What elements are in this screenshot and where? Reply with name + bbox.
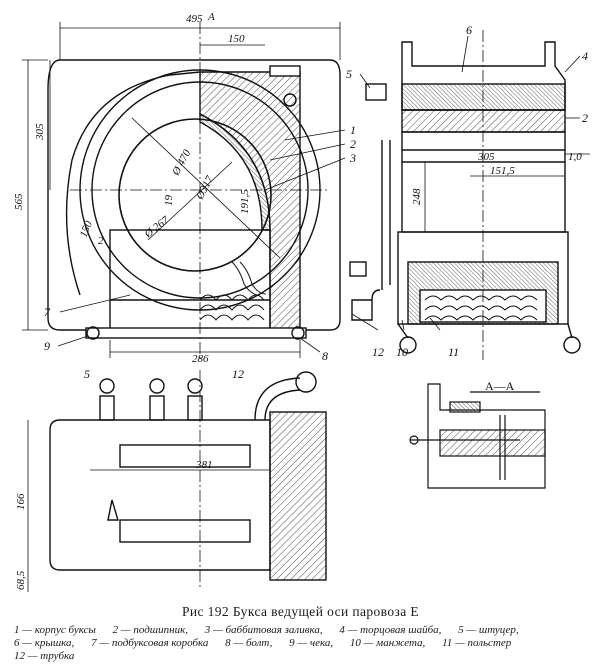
callout-4: 4 — [582, 49, 588, 63]
callout-5: 5 — [346, 67, 352, 81]
callout-numbers: 1 2 3 4 5 6 7 8 9 10 11 12 2 5 12 — [44, 23, 588, 381]
dim-305-side: 305 — [477, 151, 495, 163]
callout-2: 2 — [350, 137, 356, 151]
legend-item: 2 — подшипник, — [112, 624, 188, 636]
dim-2: 2 — [98, 235, 104, 247]
figure-caption: Рис 192 Букса ведущей оси паровоза Е — [181, 604, 420, 619]
legend-item: 6 — крышка, — [14, 637, 75, 649]
legend-item: 8 — болт, — [225, 637, 273, 649]
callout-1: 1 — [350, 123, 356, 137]
callout-7: 7 — [44, 305, 51, 319]
dim-495: 495 — [186, 13, 203, 25]
dim-191-5: 191,5 — [239, 189, 251, 214]
callout-2-side: 2 — [582, 111, 588, 125]
dim-267: Ø 267 — [142, 214, 172, 241]
legend-item: 5 — штуцер, — [458, 624, 519, 636]
front-view — [47, 22, 341, 360]
dim-248: 248 — [411, 188, 423, 205]
dim-470: Ø 470 — [170, 147, 194, 178]
callout-8: 8 — [322, 349, 328, 363]
plan-view-dimension-text: 381 166 68,5 — [15, 459, 213, 590]
dim-150-top: 150 — [228, 33, 245, 45]
dim-1-0: 1,0 — [568, 151, 582, 163]
callout-6: 6 — [466, 23, 472, 37]
legend-item: 7 — подбуксовая коробка — [91, 637, 209, 649]
spring-pack — [199, 261, 267, 321]
legend-item: 10 — манжета, — [349, 637, 426, 649]
legend-item: 12 — трубка — [14, 650, 75, 662]
callout-11: 11 — [448, 345, 459, 359]
dim-166: 166 — [15, 493, 27, 510]
callout-12-plan: 12 — [232, 367, 244, 381]
side-view-dimension-text: 305 1,0 151,5 248 — [411, 151, 582, 205]
callout-leaders — [57, 35, 581, 353]
legend-item: 11 — польстер — [442, 637, 512, 649]
figure-legend: 1 — корпус буксы 2 — подшипник, 3 — бабб… — [14, 624, 594, 663]
dim-151-5: 151,5 — [490, 165, 515, 177]
section-mark-a: A — [207, 11, 215, 23]
callout-3: 3 — [349, 151, 356, 165]
dim-19: 19 — [163, 195, 175, 207]
callout-10: 10 — [396, 345, 408, 359]
legend-item: 1 — корпус буксы — [14, 624, 96, 636]
callout-9: 9 — [44, 339, 50, 353]
dim-150-side: 150 — [78, 219, 95, 239]
plan-view-dimensions — [27, 420, 270, 592]
section-a-a-title: A—A — [485, 379, 515, 393]
dim-317: Ø317 — [194, 174, 217, 203]
legend-item: 9 — чека, — [289, 637, 334, 649]
section-a-a-view — [409, 383, 546, 489]
dim-381: 381 — [195, 459, 213, 471]
plan-view — [49, 370, 327, 590]
legend-item: 4 — торцовая шайба, — [339, 624, 442, 636]
dim-565: 565 — [13, 193, 25, 210]
callout-5-plan: 5 — [84, 367, 90, 381]
callout-12: 12 — [372, 345, 384, 359]
legend-item: 3 — баббитовая заливка, — [204, 624, 323, 636]
side-section-view — [349, 30, 581, 360]
axlebox-technical-drawing: 495 150 A 305 565 150 2 Ø 470 Ø317 19 Ø … — [13, 11, 590, 592]
side-view-dimensions — [402, 153, 590, 232]
dim-305: 305 — [34, 123, 46, 141]
dim-68-5: 68,5 — [15, 570, 27, 590]
dim-286: 286 — [192, 353, 209, 365]
front-view-dimensions — [22, 22, 341, 358]
